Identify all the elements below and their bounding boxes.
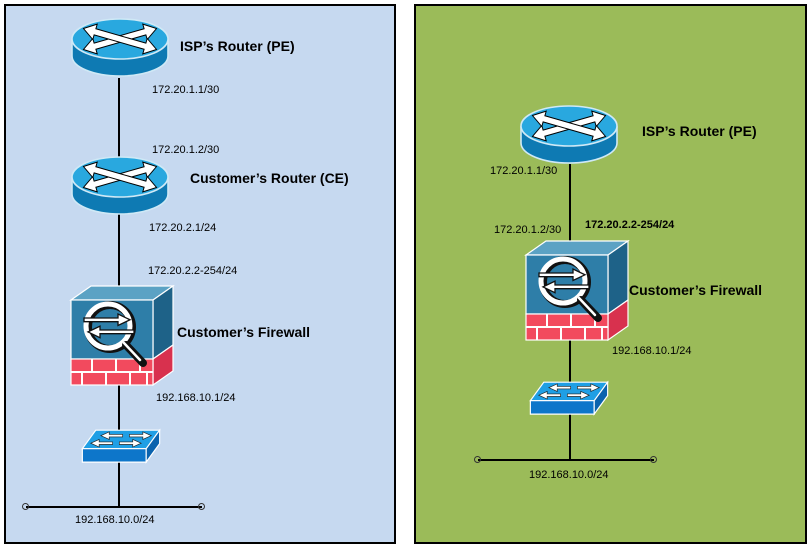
ce-wan-ip-label: 172.20.1.2/30 (152, 144, 220, 156)
pe-router-label: ISP’s Router (PE) (180, 38, 295, 54)
ce-lan-ip-label: 172.20.2.1/24 (149, 222, 217, 234)
ce-router-icon (70, 154, 170, 218)
left-lan-segment-line (26, 506, 202, 508)
ce-router-label: Customer’s Router (CE) (190, 170, 349, 186)
right-lan-endpoint-right (650, 456, 657, 463)
right-lan-endpoint-left (474, 456, 481, 463)
left-diagram-panel: ISP’s Router (PE) 172.20.1.1/30 172.20.1… (4, 4, 396, 544)
firewall-outside-ip-label: 172.20.2.2-254/24 (148, 265, 238, 277)
right-lan-segment-line (478, 459, 654, 461)
pe-router-icon (70, 16, 170, 80)
firewall-icon (68, 283, 176, 387)
firewall-inside-ip-label: 192.168.10.1/24 (156, 392, 236, 404)
left-lan-endpoint-left (22, 503, 29, 510)
pe-router-icon (519, 103, 619, 167)
firewall-inside-ip-label: 192.168.10.1/24 (612, 345, 692, 357)
left-lan-endpoint-right (198, 503, 205, 510)
right-diagram-panel: ISP’s Router (PE) 172.20.1.1/30 172.20.1… (414, 4, 807, 544)
switch-icon (79, 425, 163, 469)
switch-icon (527, 377, 611, 421)
lan-subnet-label: 192.168.10.0/24 (529, 469, 609, 481)
pe-wan-ip-label: 172.20.1.1/30 (490, 165, 558, 177)
pe-wan-ip-label: 172.20.1.1/30 (152, 84, 220, 96)
firewall-label: Customer’s Firewall (177, 324, 311, 340)
pe-router-label: ISP’s Router (PE) (642, 123, 757, 139)
firewall-outside-ip-label: 172.20.2.2-254/24 (585, 219, 675, 231)
firewall-wan-ip-label: 172.20.1.2/30 (494, 224, 562, 236)
firewall-icon (523, 238, 631, 342)
firewall-label: Customer’s Firewall (629, 282, 763, 298)
lan-subnet-label: 192.168.10.0/24 (75, 514, 155, 526)
